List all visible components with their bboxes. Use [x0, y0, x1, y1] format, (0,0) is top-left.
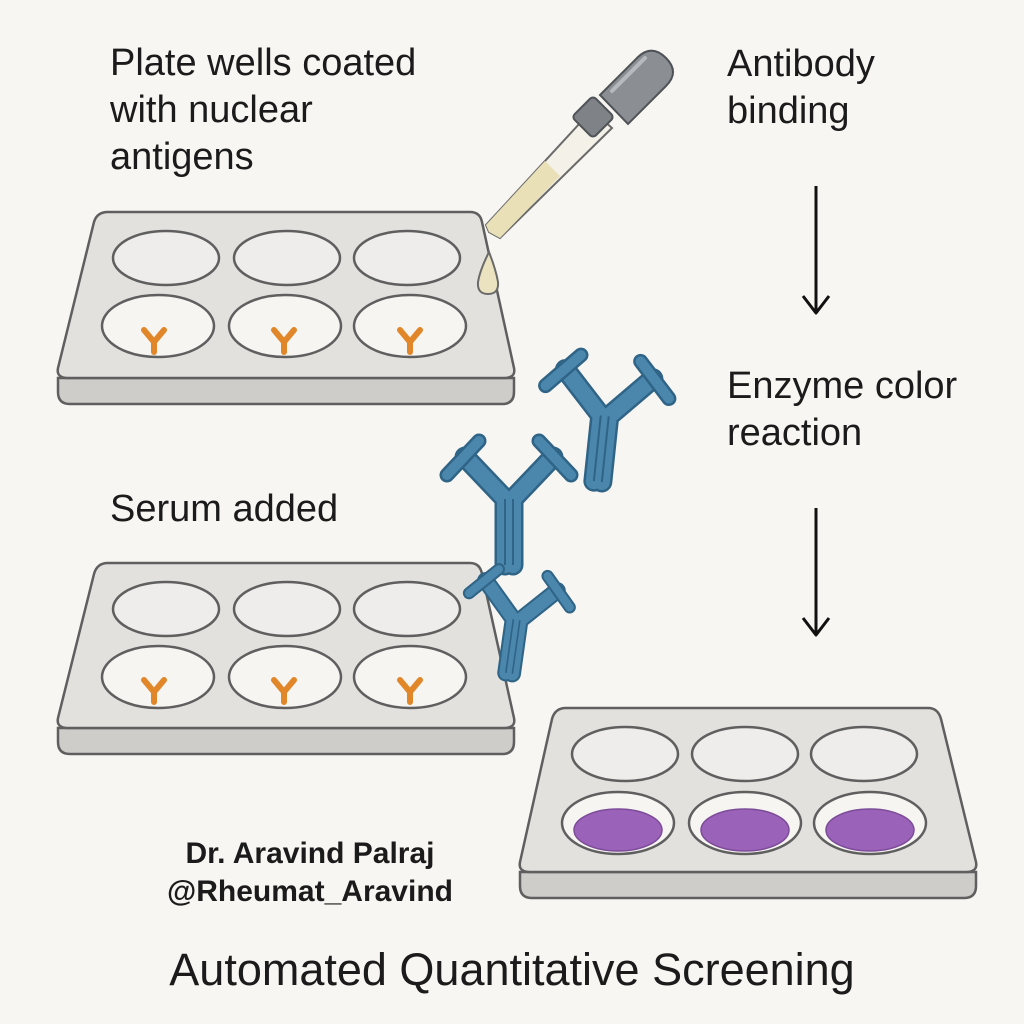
label-plate-coated: Plate wells coated with nuclear antigens — [110, 42, 417, 178]
antibody-icon — [447, 441, 571, 565]
down-arrow-icon — [801, 508, 831, 637]
plate-serum — [56, 561, 516, 756]
dropper-icon — [476, 49, 674, 296]
label-antibody-binding: Antibody binding — [727, 43, 875, 132]
page-title: Automated Quantitative Screening — [169, 944, 855, 995]
down-arrow-icon — [801, 186, 831, 315]
label-serum-added: Serum added — [110, 488, 339, 530]
label-enzyme-reaction: Enzyme color reaction — [727, 365, 958, 454]
plate-reaction — [518, 706, 978, 900]
plate-coated — [56, 210, 516, 406]
author-name: Dr. Aravind Palraj — [185, 837, 435, 870]
author-handle: @Rheumat_Aravind — [167, 875, 453, 908]
